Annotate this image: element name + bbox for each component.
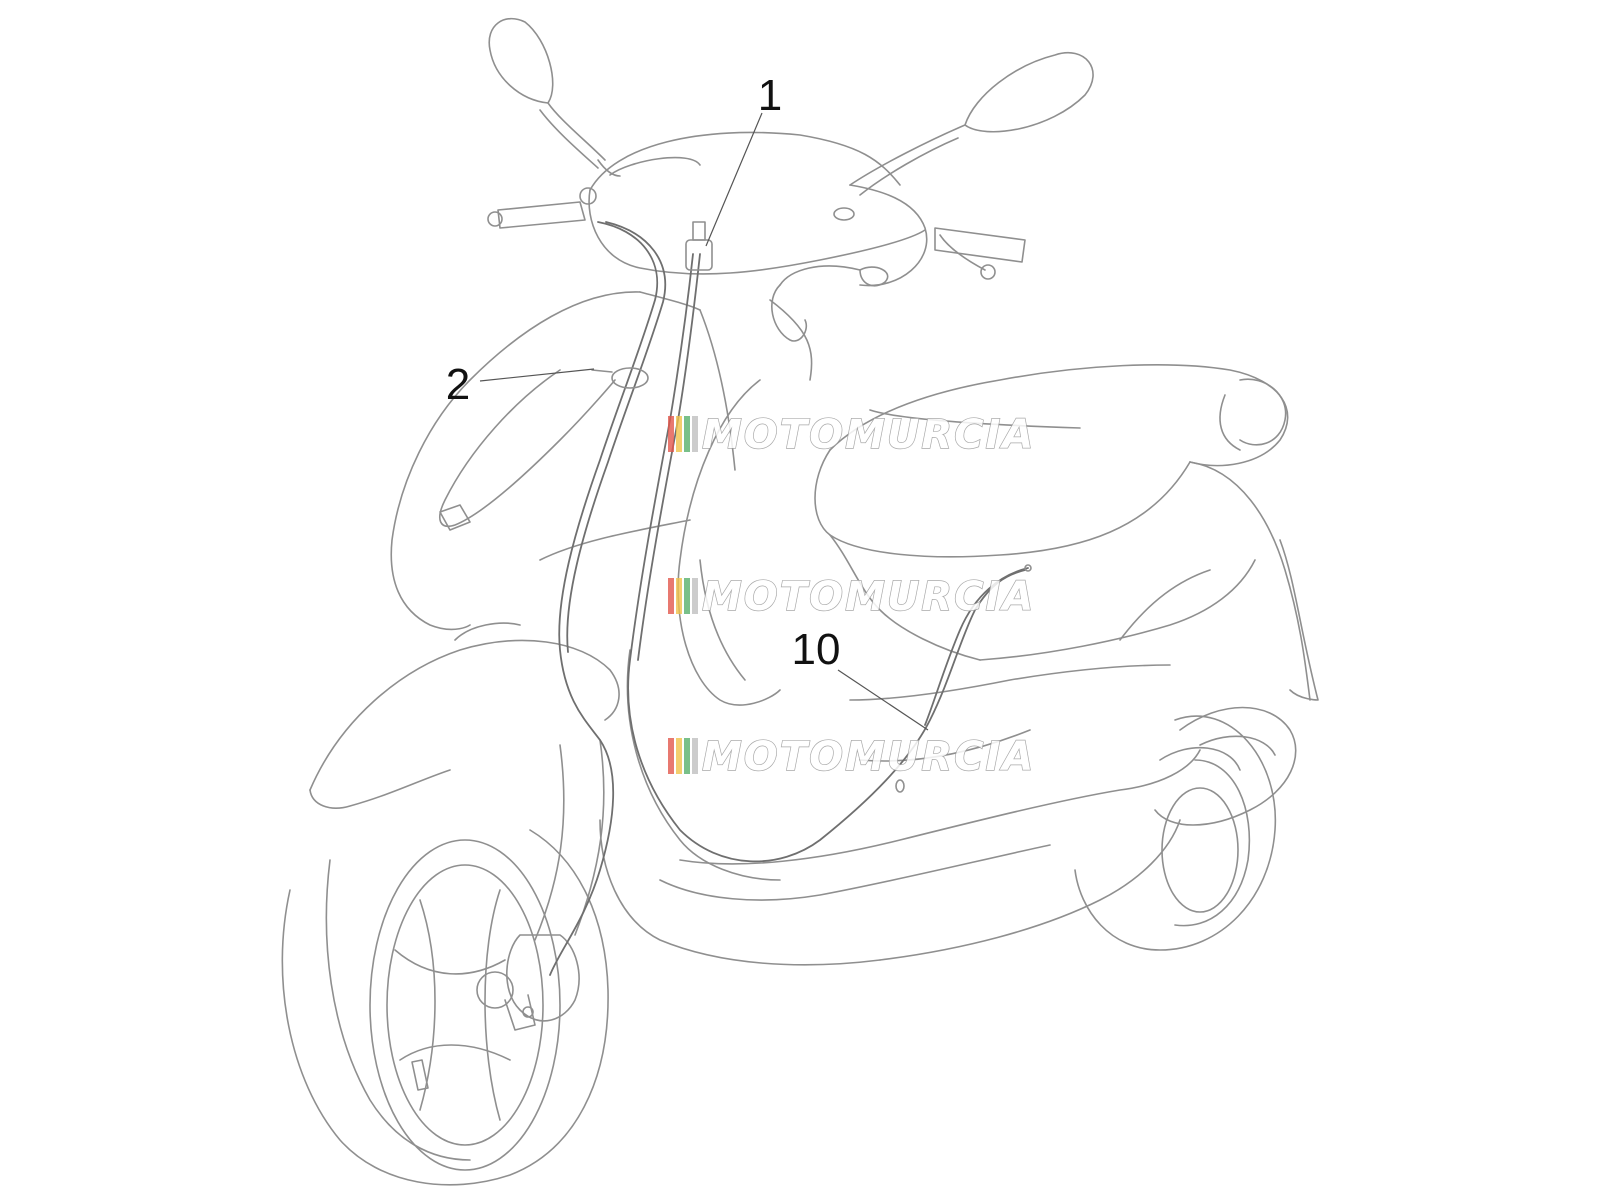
leader-lines: [479, 112, 929, 731]
cable-part-10: [924, 567, 1029, 726]
left-mirror: [488, 17, 621, 177]
cable-part-1: [627, 253, 1026, 863]
seat: [814, 364, 1289, 558]
watermark-bottom: MOTOMURCIA: [668, 733, 1035, 781]
right-mirror: [849, 52, 1094, 196]
front-fork: [476, 739, 605, 1031]
handlebar-headset: [487, 131, 1026, 287]
rear-body: [829, 461, 1319, 793]
leader-line-2: [479, 368, 595, 382]
watermark-text-top: MOTOMURCIA: [702, 412, 1035, 458]
rear-wheel: [1074, 715, 1277, 951]
cable-tie: [611, 367, 649, 389]
watermark-middle: MOTOMURCIA: [668, 573, 1035, 621]
leader-line-1: [705, 112, 763, 247]
scooter-outline: [281, 17, 1319, 1186]
callout-labels: 1 2 10: [446, 71, 841, 674]
floorboard: [599, 749, 1201, 966]
watermark-text-bottom: MOTOMURCIA: [702, 734, 1035, 780]
watermark-text-middle: MOTOMURCIA: [702, 574, 1035, 620]
callout-2: 2: [446, 360, 470, 409]
front-wheel: [281, 829, 609, 1186]
front-fender: [309, 622, 620, 809]
callout-1: 1: [758, 71, 782, 120]
front-shield: [390, 265, 861, 631]
watermark-top: MOTOMURCIA: [668, 411, 1035, 459]
callout-10: 10: [792, 625, 841, 674]
cable-part-2: [549, 221, 659, 976]
leader-line-10: [837, 669, 929, 731]
exhaust: [1154, 706, 1297, 826]
